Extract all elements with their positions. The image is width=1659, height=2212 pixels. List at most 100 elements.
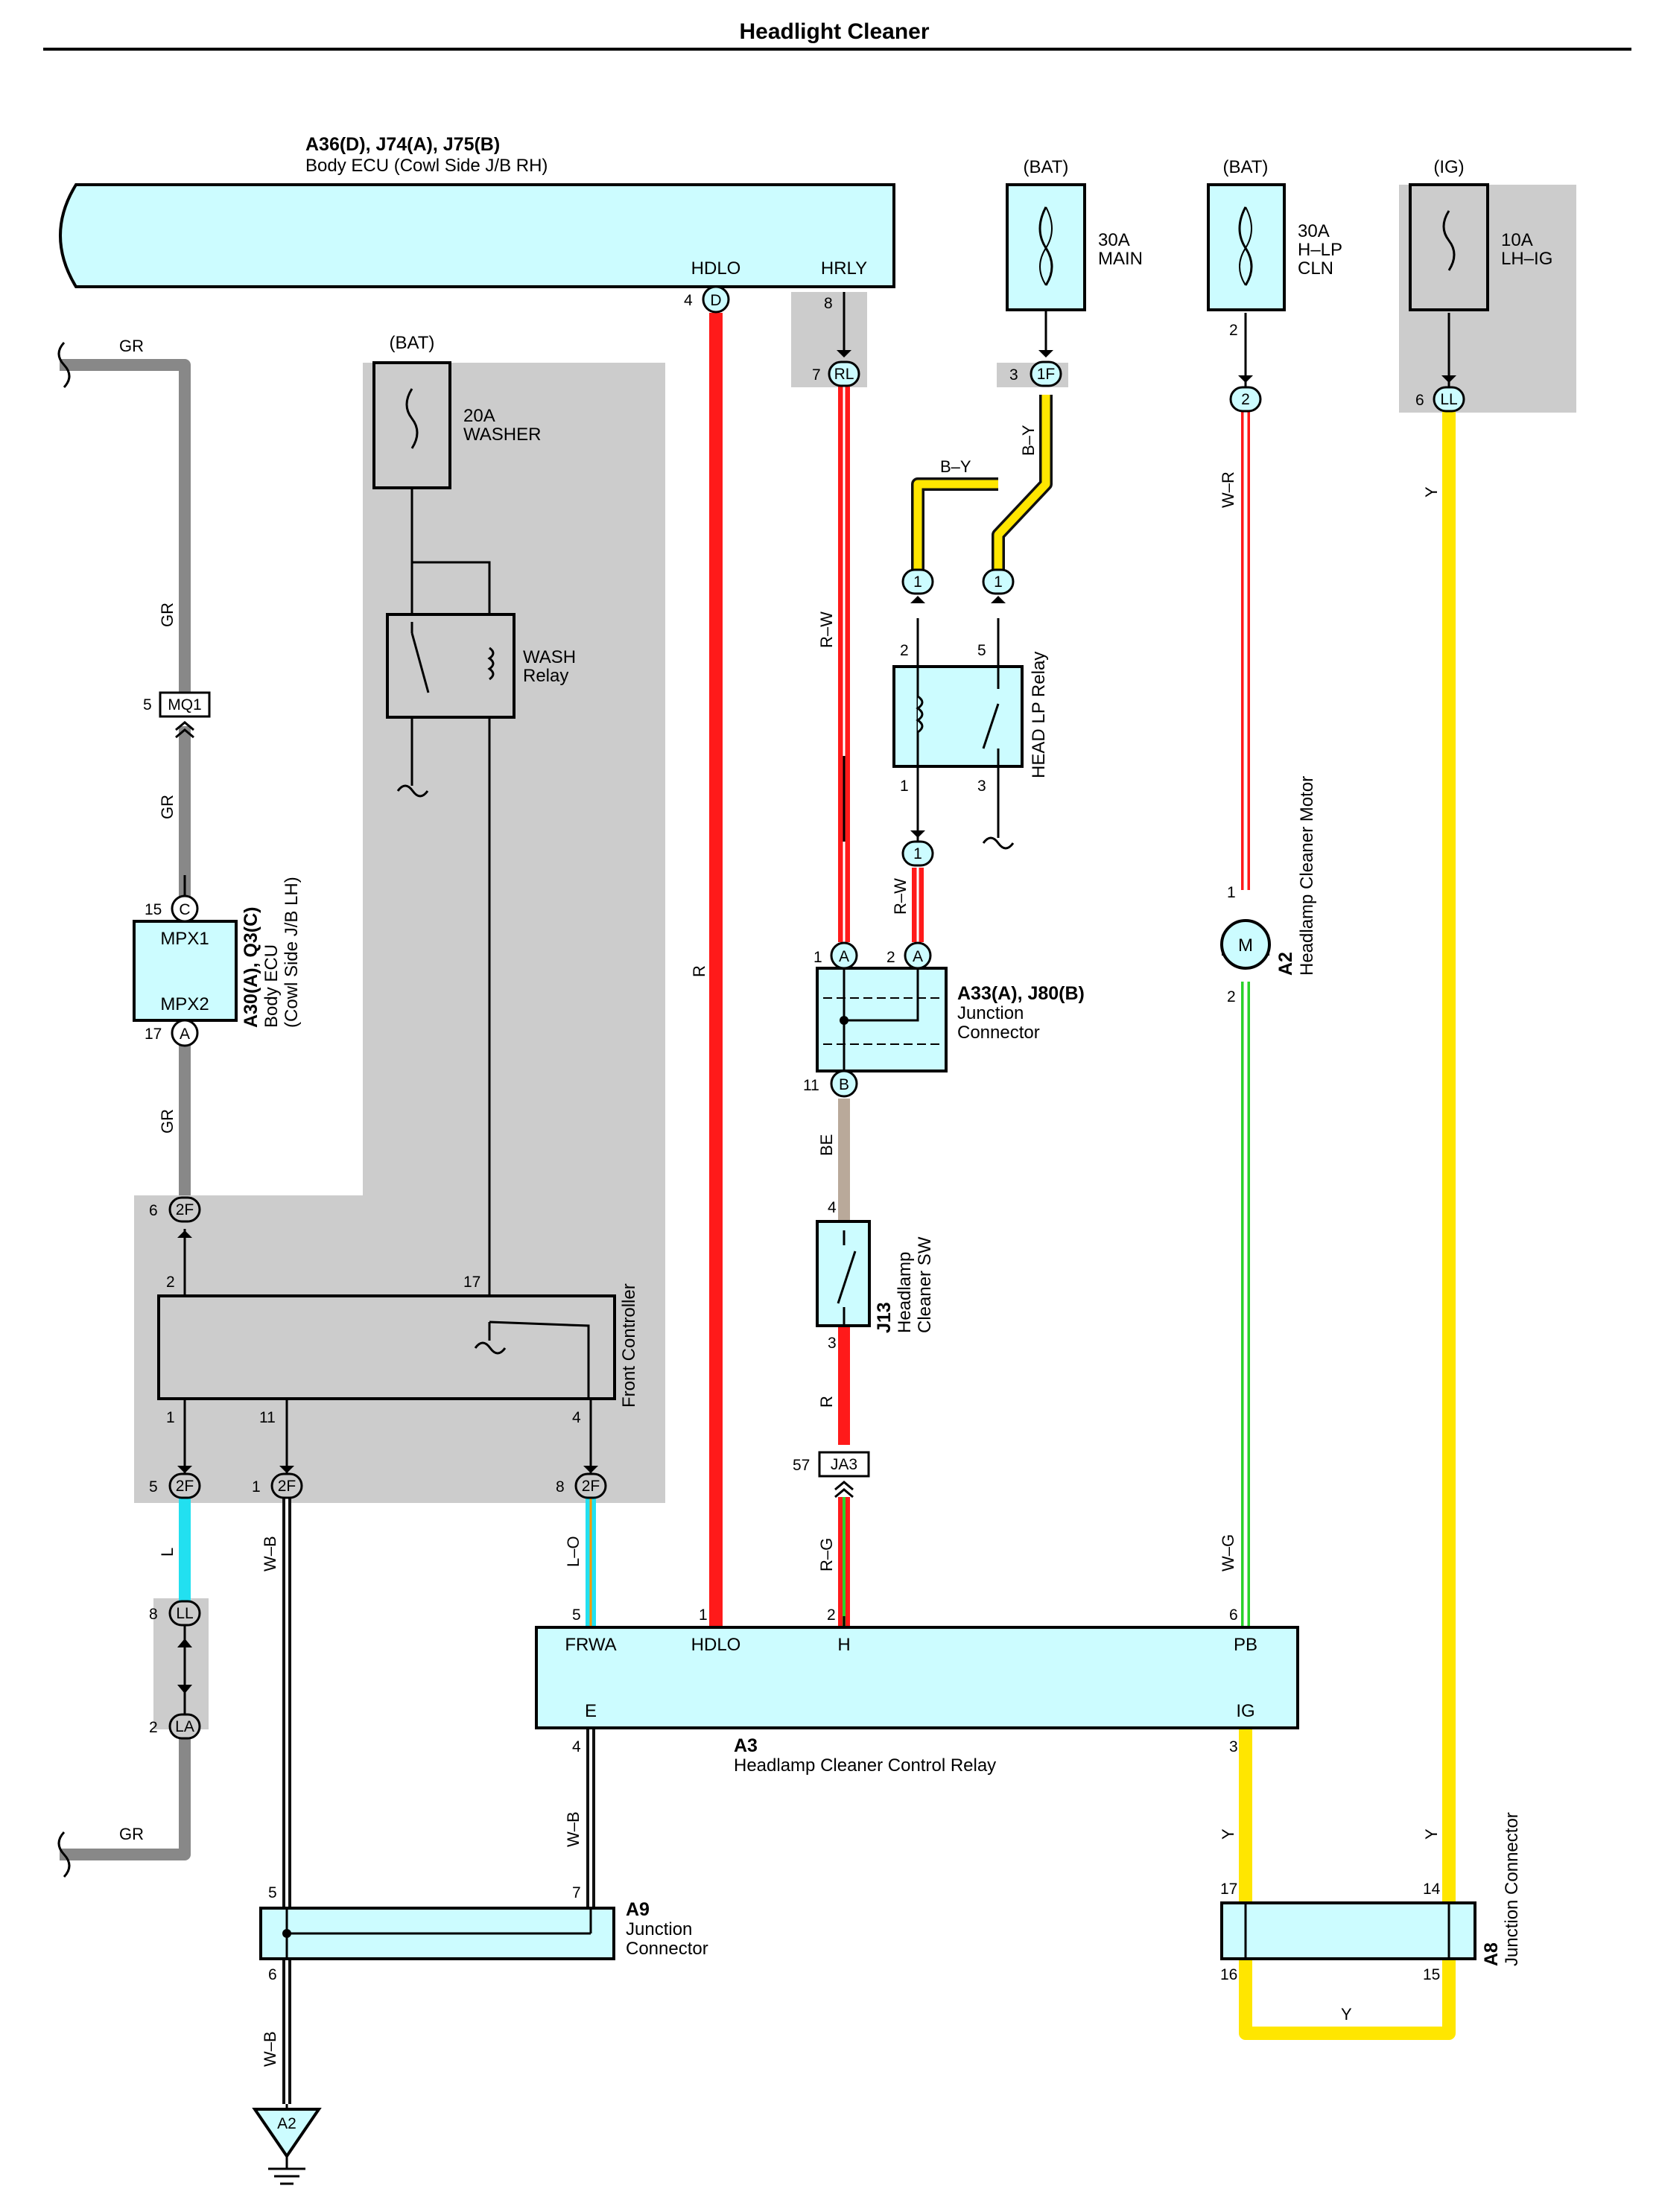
conn-relay-a-label: 1 — [913, 573, 922, 591]
fc-internal-gnd — [474, 1341, 507, 1355]
conn-la-label: LA — [175, 1718, 194, 1735]
head-lp-relay-name: HEAD LP Relay — [1029, 652, 1049, 778]
a9-pin-5: 5 — [268, 1884, 277, 1901]
conn-ll-bottom-label: LL — [176, 1605, 193, 1622]
jc-a9: A9 Junction Connector — [259, 1899, 708, 1960]
fuse-hlp-source: (BAT) — [1223, 157, 1269, 177]
motor-id: A2 — [1275, 952, 1296, 976]
label-wr: W–R — [1219, 471, 1237, 508]
motor-name: Headlamp Cleaner Motor — [1297, 776, 1317, 976]
fuse-lhig-name: LH–IG — [1501, 249, 1552, 269]
label-gr-bottom: GR — [119, 1825, 144, 1843]
relay-pin-1: 1 — [900, 778, 909, 795]
sw-j13-name2: Cleaner SW — [915, 1236, 935, 1333]
jc-a33-name1: Junction — [957, 1003, 1024, 1023]
fuse-hlp: (BAT) 30A H–LP CLN 2 — [1207, 157, 1342, 339]
conn-2f-5-pin: 5 — [149, 1478, 158, 1496]
conn-c — [171, 894, 199, 923]
wash-relay-name2: Relay — [523, 666, 568, 686]
relay-a3-name: Headlamp Cleaner Control Relay — [734, 1755, 996, 1776]
wire-gr-top — [60, 359, 191, 702]
conn-relay-a — [901, 568, 934, 595]
label-gr-2: GR — [158, 795, 177, 819]
jc-a33-name2: Connector — [957, 1023, 1040, 1043]
ground-a2: A2 — [252, 2108, 322, 2185]
conn-relay-b — [982, 568, 1015, 595]
fc-pin-11: 11 — [259, 1409, 276, 1426]
body-ecu-rh-box — [59, 183, 895, 288]
relay-gnd-symbol — [982, 836, 1015, 850]
label-y-1: Y — [1422, 486, 1441, 498]
conn-ja3-label: JA3 — [831, 1456, 857, 1473]
a3-pin-1: 1 — [699, 1606, 708, 1624]
fuse-main-source: (BAT) — [1024, 157, 1069, 177]
label-y-3: Y — [1422, 1828, 1441, 1840]
fuse-washer-rating: 20A — [463, 406, 495, 426]
conn-relay-c-label: 1 — [913, 845, 922, 862]
conn-mq1-arrow — [175, 721, 194, 739]
label-gr-top: GR — [119, 337, 144, 355]
sw-j13-id: J13 — [874, 1302, 895, 1333]
break-mark-bottom — [57, 1831, 71, 1878]
fc-pin-1: 1 — [166, 1409, 175, 1426]
a3-pin-6: 6 — [1229, 1606, 1238, 1624]
wash-relay: WASH Relay — [386, 613, 576, 719]
label-lo: L–O — [564, 1536, 583, 1567]
jc-a33-splice — [840, 1016, 848, 1025]
conn-2f-5-label: 2F — [176, 1478, 194, 1495]
body-ecu-rh-id: A36(D), J74(A), J75(B) — [305, 134, 500, 155]
a8-pin-16: 16 — [1220, 1966, 1237, 1983]
relay-a3-pin-hdlo: HDLO — [691, 1635, 741, 1655]
jc-a8-name: Junction Connector — [1502, 1812, 1522, 1966]
conn-2f-6-label: 2F — [176, 1201, 194, 1218]
conn-ll-top — [1433, 386, 1465, 413]
fuse-washer-symbol — [405, 388, 419, 449]
relay-a3-pin-pb: PB — [1234, 1635, 1257, 1655]
fuse-washer-source: (BAT) — [390, 333, 435, 353]
jc-a8: A8 Junction Connector — [1220, 1812, 1522, 1966]
fuse-hlp-name1: H–LP — [1298, 240, 1342, 260]
body-ecu-rh-name: Body ECU (Cowl Side J/B RH) — [305, 156, 548, 176]
conn-d-label: D — [710, 292, 721, 309]
motor-pin-2: 2 — [1227, 988, 1236, 1005]
fuse-lhig-box — [1409, 183, 1489, 311]
label-gr-3: GR — [158, 1109, 177, 1134]
fuse-washer: (BAT) 20A WASHER — [372, 333, 541, 489]
conn-mq1-pin: 5 — [143, 696, 152, 714]
conn-ja3-pin: 57 — [793, 1457, 810, 1474]
fuse-lhig: (IG) 10A LH–IG — [1409, 157, 1552, 311]
relay-a3-pin-ig: IG — [1236, 1701, 1254, 1721]
ground-triangle — [252, 2108, 322, 2159]
wash-relay-box — [386, 613, 516, 719]
a9-pin-6: 6 — [268, 1966, 277, 1983]
label-rg: R–G — [817, 1538, 836, 1571]
body-ecu-lh-pin-mpx1: MPX1 — [160, 929, 209, 949]
conn-2f-8-arrow — [583, 1466, 598, 1473]
wires — [60, 313, 1456, 2104]
front-controller-box — [157, 1294, 616, 1400]
conn-2f-1 — [270, 1472, 303, 1499]
pin-numbers: 1 2 4 3 5 1 2 6 4 3 5 7 6 17 14 16 15 — [268, 884, 1441, 1983]
label-be: BE — [817, 1134, 836, 1156]
conn-ja3-arrow — [834, 1481, 854, 1498]
conn-2f-1-pin: 1 — [252, 1478, 261, 1496]
conn-a33-b — [830, 1070, 858, 1098]
conn-2f-6 — [168, 1196, 201, 1223]
a8-pin-15: 15 — [1423, 1966, 1440, 1983]
a3-pin-5: 5 — [572, 1606, 581, 1624]
fuse-lhig-source: (IG) — [1433, 157, 1464, 177]
conn-1f-label: 1F — [1037, 366, 1056, 383]
label-rw-1: R–W — [817, 611, 836, 648]
conn-a33-a2-label: A — [913, 948, 923, 965]
jc-a8-box — [1220, 1901, 1476, 1960]
head-lp-relay: HEAD LP Relay — [892, 652, 1049, 778]
label-y-2: Y — [1219, 1828, 1237, 1840]
conn-2f-5-arrow — [177, 1466, 192, 1473]
conn-rl-pin: 7 — [812, 366, 821, 384]
fuse-hlp-box — [1207, 183, 1286, 311]
motor-pin-1: 1 — [1227, 884, 1236, 901]
hrly-pin: 8 — [824, 295, 833, 312]
body-ecu-lh-name2: (Cowl Side J/B LH) — [282, 877, 302, 1028]
